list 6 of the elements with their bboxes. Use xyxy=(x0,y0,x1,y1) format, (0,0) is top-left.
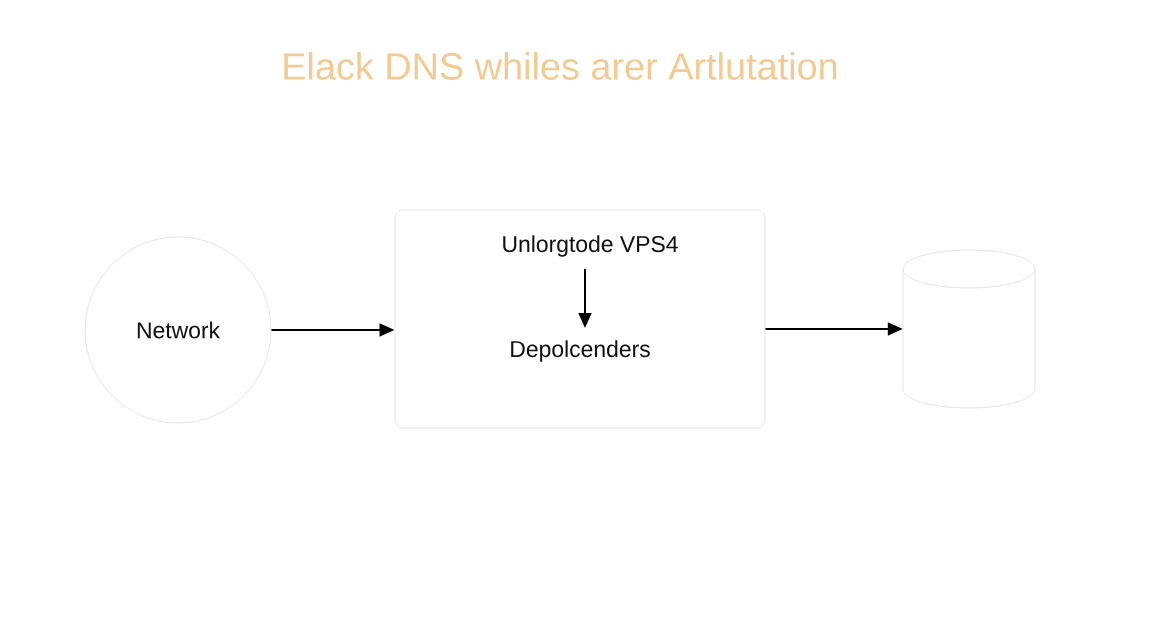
container-box xyxy=(394,209,766,429)
step-label: Depolcenders xyxy=(511,340,650,362)
step-label: Unlorgtode VPS4 xyxy=(503,235,678,257)
title: Elack DNS whiles arer Artlutation xyxy=(284,52,837,80)
circle-node: Network xyxy=(84,236,272,424)
database-cylinder xyxy=(902,249,1036,409)
